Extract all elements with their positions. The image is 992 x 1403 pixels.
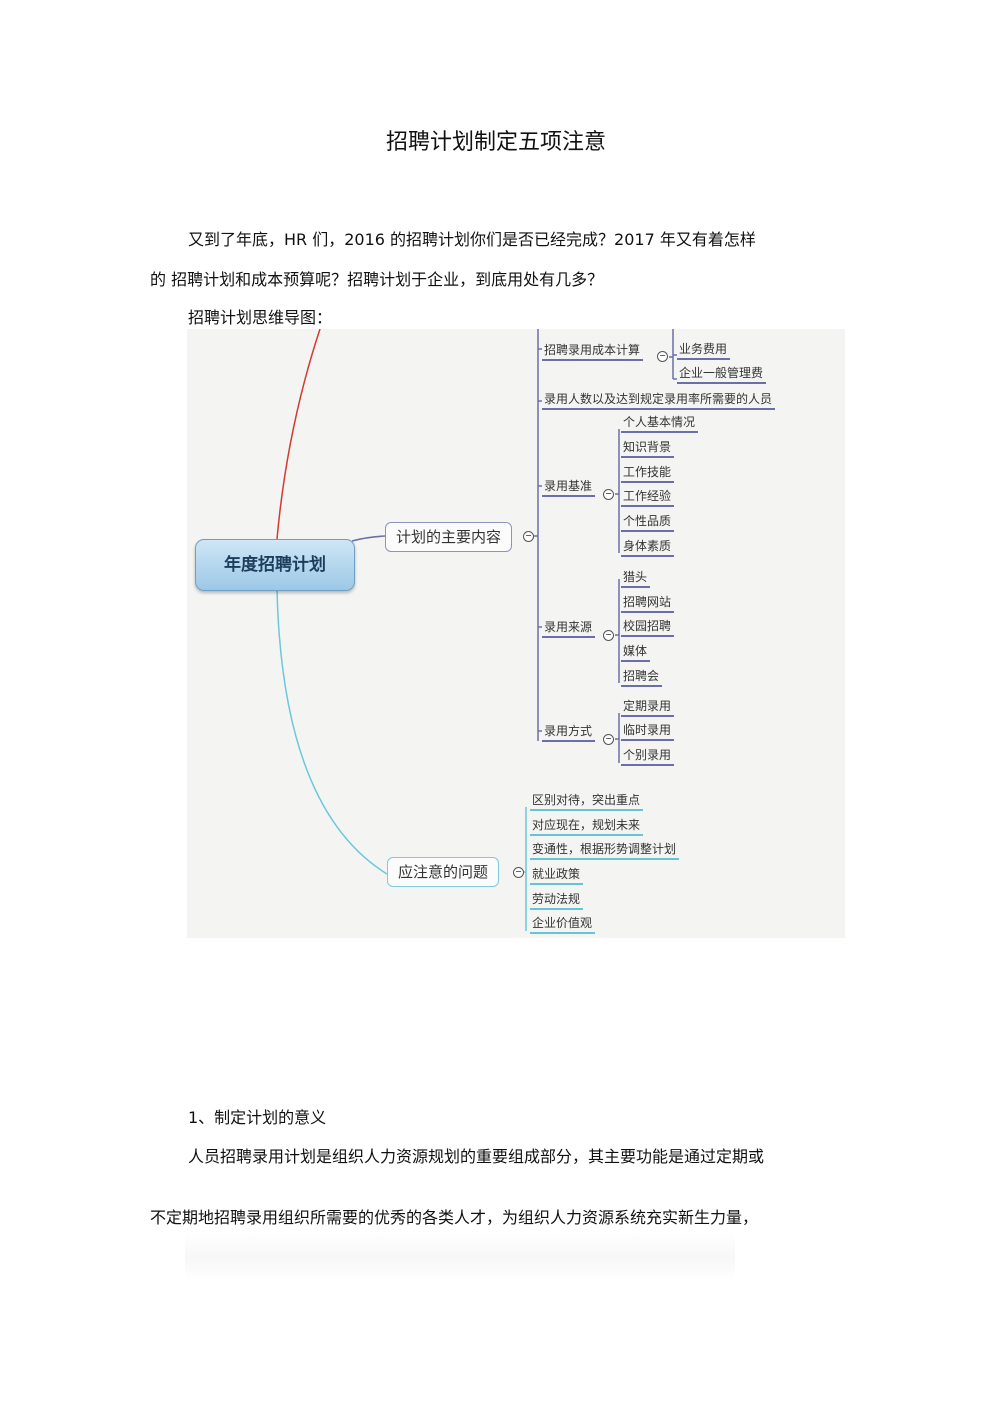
section-line-2: 不定期地招聘录用组织所需要的优秀的各类人才，为组织人力资源系统充实新生力量， xyxy=(150,1208,759,1227)
root-bottom-curve xyxy=(276,588,388,875)
collapse-toggle-icon: − xyxy=(603,630,614,641)
issues-item: 变通性，根据形势调整计划 xyxy=(530,842,680,860)
issues-item: 就业政策 xyxy=(530,867,584,885)
collapse-toggle-icon: − xyxy=(523,531,534,542)
intro-line-2: 的 招聘计划和成本预算呢？招聘计划于企业，到底用处有几多？ xyxy=(150,270,604,289)
collapse-toggle-icon: − xyxy=(657,351,668,362)
spine-links xyxy=(538,348,542,732)
issues-item: 区别对待，突出重点 xyxy=(530,793,644,811)
cost-item: 企业一般管理费 xyxy=(677,366,767,384)
methods-label: 录用方式 xyxy=(542,724,596,742)
faded-image-strip xyxy=(185,1232,735,1282)
headcount-label: 录用人数以及达到规定录用率所需要的人员 xyxy=(542,392,776,410)
mindmap-root: 年度招聘计划 xyxy=(195,539,355,591)
mindmap-connectors xyxy=(276,329,677,931)
collapse-toggle-icon: − xyxy=(603,489,614,500)
sources-item: 媒体 xyxy=(621,644,651,662)
issues-item: 企业价值观 xyxy=(530,916,596,934)
methods-item: 定期录用 xyxy=(621,699,675,717)
issues-item: 对应现在，规划未来 xyxy=(530,818,644,836)
criteria-label: 录用基准 xyxy=(542,479,596,497)
mindmap-image: 年度招聘计划 计划的主要内容 − 招聘录用成本计算 − 业务费用 企业一般管理费… xyxy=(187,329,845,938)
collapse-toggle-icon: − xyxy=(513,867,524,878)
criteria-spine xyxy=(615,429,620,553)
criteria-item: 身体素质 xyxy=(621,539,675,557)
section-line-1: 人员招聘录用计划是组织人力资源规划的重要组成部分，其主要功能是通过定期或 xyxy=(188,1147,765,1166)
intro-line-1: 又到了年底，HR 们，2016 的招聘计划你们是否已经完成？2017 年又有着怎… xyxy=(188,230,756,249)
issues-item: 劳动法规 xyxy=(530,892,584,910)
root-top-curve xyxy=(276,329,321,540)
cost-label: 招聘录用成本计算 xyxy=(542,343,644,361)
sources-item: 招聘网站 xyxy=(621,595,675,613)
sources-item: 校园招聘 xyxy=(621,619,675,637)
criteria-item: 个性品质 xyxy=(621,514,675,532)
methods-spine xyxy=(615,713,620,763)
collapse-toggle-icon: − xyxy=(603,734,614,745)
root-content-link xyxy=(351,535,386,542)
branch-content-box: 计划的主要内容 xyxy=(385,522,513,552)
sources-item: 招聘会 xyxy=(621,669,663,687)
cost-item: 业务费用 xyxy=(677,342,731,360)
methods-item: 个别录用 xyxy=(621,748,675,766)
criteria-item: 工作技能 xyxy=(621,465,675,483)
sources-label: 录用来源 xyxy=(542,620,596,638)
criteria-item: 工作经验 xyxy=(621,489,675,507)
cost-spine xyxy=(669,329,677,380)
section-heading: 1、制定计划的意义 xyxy=(188,1108,327,1127)
criteria-item: 知识背景 xyxy=(621,440,675,458)
mindmap-caption: 招聘计划思维导图： xyxy=(188,308,333,327)
criteria-item: 个人基本情况 xyxy=(621,415,699,433)
sources-item: 猎头 xyxy=(621,570,651,588)
methods-item: 临时录用 xyxy=(621,723,675,741)
branch-issues-box: 应注意的问题 xyxy=(387,857,500,887)
sources-spine xyxy=(615,579,620,683)
page-title: 招聘计划制定五项注意 xyxy=(385,130,606,155)
